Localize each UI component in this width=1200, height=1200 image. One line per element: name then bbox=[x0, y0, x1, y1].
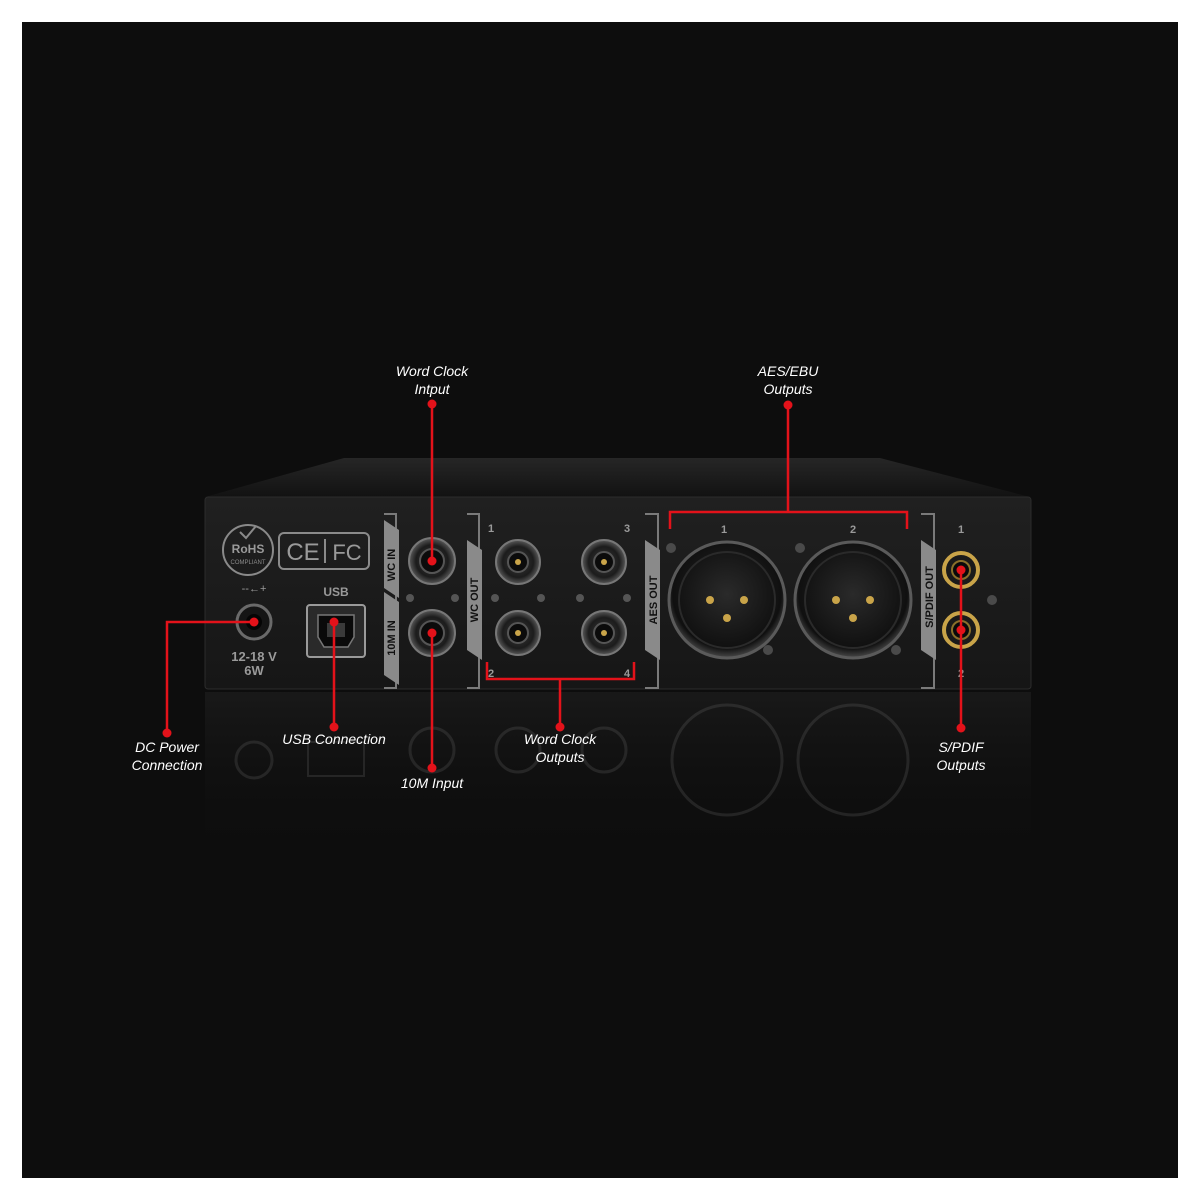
screw bbox=[891, 645, 901, 655]
screw bbox=[406, 594, 414, 602]
wc-out-bnc-1[interactable] bbox=[495, 539, 541, 585]
screw bbox=[666, 543, 676, 553]
rohs-badge: RoHS COMPLIANT bbox=[222, 524, 274, 576]
wc-out-bnc-3[interactable] bbox=[581, 539, 627, 585]
screw bbox=[491, 594, 499, 602]
aes-number: 1 bbox=[721, 524, 727, 536]
screw bbox=[623, 594, 631, 602]
dc-polarity-symbol: --←+ bbox=[242, 583, 267, 595]
aes-number: 2 bbox=[850, 524, 856, 536]
certification-marks: CE FC bbox=[278, 532, 370, 570]
callout-usb-connection: USB Connection bbox=[282, 731, 386, 747]
callout-dc-power: DC Power Connection bbox=[131, 739, 203, 773]
wc-out-label: WC OUT bbox=[469, 577, 481, 622]
screw bbox=[537, 594, 545, 602]
screw bbox=[987, 595, 997, 605]
wc-in-section: WC IN 10M IN bbox=[384, 513, 399, 689]
callout-spdif-outputs: S/PDIF Outputs bbox=[936, 739, 986, 773]
wc-out-number: 4 bbox=[624, 668, 631, 680]
usb-label: USB bbox=[323, 585, 349, 599]
usb-b-port[interactable] bbox=[306, 604, 366, 658]
wc-out-number: 1 bbox=[488, 523, 494, 535]
wc-in-label: WC IN bbox=[386, 549, 398, 581]
svg-text:COMPLIANT: COMPLIANT bbox=[230, 560, 265, 566]
screw bbox=[763, 645, 773, 655]
aes-out-section: AES OUT 1 2 bbox=[645, 513, 856, 689]
wc-out-number: 2 bbox=[488, 668, 494, 680]
svg-text:CE: CE bbox=[286, 539, 319, 566]
callout-word-clock-input: Word Clock Intput bbox=[395, 363, 469, 397]
screw bbox=[795, 543, 805, 553]
floor-reflection bbox=[205, 692, 1031, 862]
callout-dots bbox=[162, 399, 966, 773]
screw bbox=[576, 594, 584, 602]
aes-out-label: AES OUT bbox=[648, 575, 660, 624]
wc-out-section: WC OUT 1 3 2 4 bbox=[467, 513, 631, 689]
spdif-out-label: S/PDIF OUT bbox=[924, 566, 936, 628]
svg-text:FC: FC bbox=[332, 540, 361, 565]
svg-text:RoHS: RoHS bbox=[232, 542, 265, 556]
callout-aes-ebu-outputs: AES/EBU Outputs bbox=[757, 363, 819, 397]
callout-word-clock-outputs: Word Clock Outputs bbox=[523, 731, 597, 765]
aes-xlr-1[interactable] bbox=[667, 540, 787, 660]
wc-out-bnc-2[interactable] bbox=[495, 610, 541, 656]
spdif-number: 1 bbox=[958, 524, 964, 536]
aes-xlr-2[interactable] bbox=[793, 540, 913, 660]
chassis-top bbox=[205, 458, 1030, 497]
callout-lines bbox=[165, 404, 963, 768]
tenm-in-label: 10M IN bbox=[386, 620, 398, 656]
watt-label: 6W bbox=[244, 663, 264, 678]
wc-out-number: 3 bbox=[624, 523, 630, 535]
reflection-details bbox=[234, 703, 910, 817]
screw bbox=[451, 594, 459, 602]
voltage-label: 12-18 V bbox=[231, 649, 277, 664]
diagram-canvas: RoHS COMPLIANT CE FC --←+ 12-18 V 6W USB bbox=[22, 22, 1178, 1178]
wc-out-bnc-4[interactable] bbox=[581, 610, 627, 656]
device-rear-panel: RoHS COMPLIANT CE FC --←+ 12-18 V 6W USB bbox=[162, 399, 1032, 862]
callout-10m-input: 10M Input bbox=[400, 775, 464, 791]
